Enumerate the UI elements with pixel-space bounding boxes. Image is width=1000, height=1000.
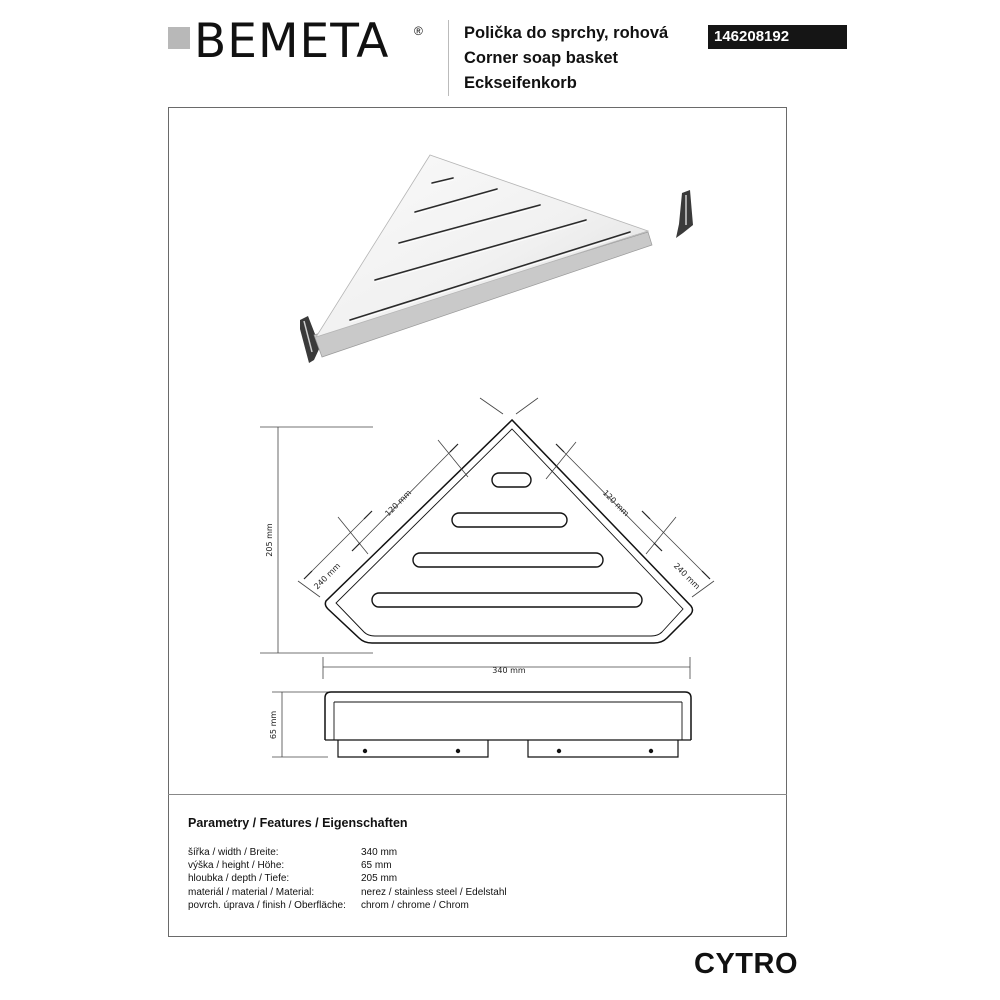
spec-value: nerez / stainless steel / Edelstahl [361,886,507,898]
side-view-drawing [324,691,692,758]
series-name: CYTRO [694,948,798,980]
header-divider [448,20,449,96]
product-titles: Polička do sprchy, rohová Corner soap ba… [464,21,668,96]
shelf-top [315,154,650,338]
dimension-lines [260,397,715,758]
technical-drawing: 120 mm 120 mm 240 mm 240 mm 205 mm 340 m… [260,154,715,758]
render-slot-2 [414,188,498,213]
spec-value: 340 mm [361,847,398,858]
dim-width: 340 mm [492,666,526,675]
right-bracket [676,190,693,238]
spec-label: hloubka / depth / Tiefe: [188,873,290,885]
dimension-ticks [303,443,711,580]
dim-depth: 205 mm [265,523,274,557]
screw-holes [362,748,654,754]
top-view-drawing [324,418,694,644]
slot-4 [371,592,643,608]
render-slot-4 [374,219,587,281]
title-en: Corner soap basket [464,49,619,67]
spec-label: šířka / width / Breite: [188,847,279,858]
frame-divider [168,794,787,795]
side-view-outline [324,691,692,740]
title-cz: Polička do sprchy, rohová [464,24,669,42]
slot-3 [412,552,604,568]
right-mount-plate [527,740,679,758]
render-slot-3 [398,204,541,244]
drawing-frame [168,107,787,937]
spec-value: chrom / chrome / Chrom [361,899,469,911]
render-slot-1 [431,177,454,184]
slot-2 [451,512,568,528]
features-title: Parametry / Features / Eigenschaften [188,816,408,830]
dim-left-half: 120 mm [383,488,413,518]
spec-value: 65 mm [361,860,392,872]
spec-label: povrch. úprava / finish / Oberfläche: [188,899,346,911]
slot-1 [491,472,532,488]
render-slot-5 [349,231,631,321]
registered-mark: ® [414,24,423,38]
spec-label: výška / height / Höhe: [188,860,285,872]
product-code: 146208192 [708,25,847,49]
spec-label: materiál / material / Material: [188,886,315,898]
top-view-outline [324,418,694,644]
logo-mark [168,27,190,49]
dim-right-half: 120 mm [601,488,631,518]
spec-value: 205 mm [361,873,398,885]
dim-right-full: 240 mm [672,561,702,591]
brand-logo: BEMETA [194,14,390,69]
title-de: Eckseifenkorb [464,74,577,92]
top-view-inner [335,428,684,637]
dim-height: 65 mm [269,711,278,740]
dim-left-full: 240 mm [312,561,342,591]
product-render [300,154,693,363]
left-mount-plate [337,740,489,758]
